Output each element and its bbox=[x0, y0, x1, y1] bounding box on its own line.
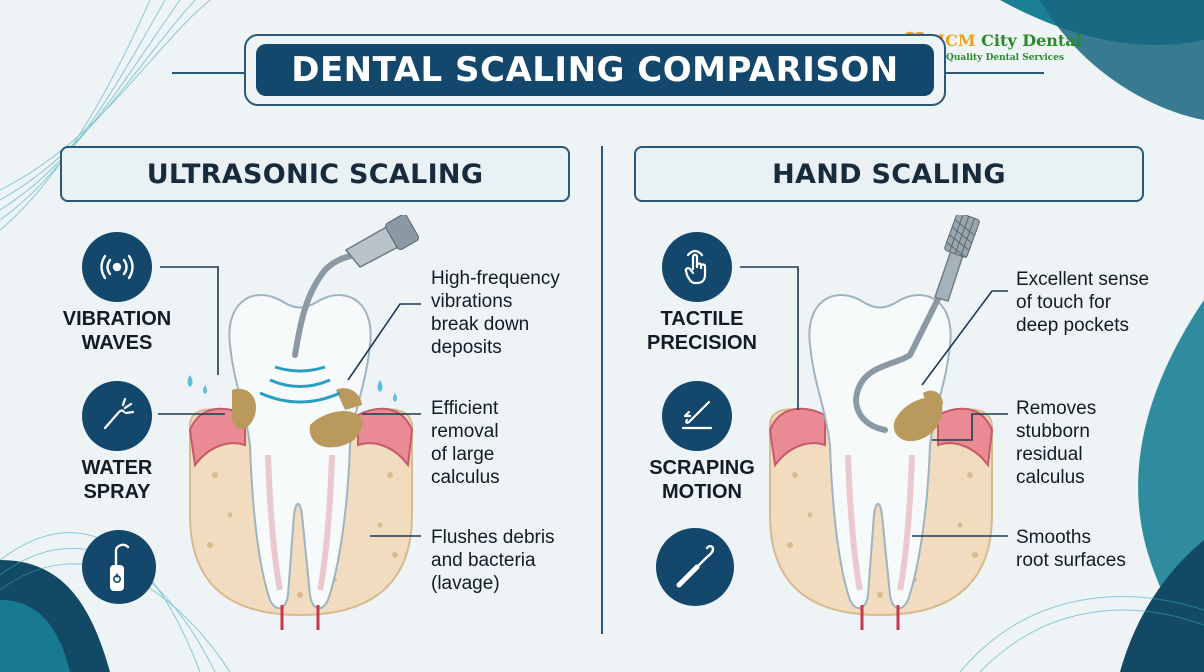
callout-line: Smooths bbox=[1016, 527, 1091, 548]
callout-line: calculus bbox=[1016, 467, 1085, 488]
water-spray-label: WATER SPRAY bbox=[52, 456, 182, 504]
callout-line: calculus bbox=[431, 467, 500, 488]
callout-line: High-frequency bbox=[431, 268, 560, 289]
callout-line: Efficient bbox=[431, 398, 499, 419]
label-line: MOTION bbox=[662, 481, 742, 503]
callout-line: (lavage) bbox=[431, 573, 500, 594]
section-heading-hand: HAND SCALING bbox=[634, 146, 1144, 202]
logo-name-part2: City Dental bbox=[975, 31, 1082, 50]
water-spray-icon bbox=[82, 381, 152, 451]
center-divider bbox=[601, 146, 603, 634]
label-line: WATER bbox=[81, 457, 153, 479]
ultrasonic-tooth-illustration bbox=[187, 215, 419, 630]
label-line: WAVES bbox=[81, 332, 153, 354]
callout-line: deep pockets bbox=[1016, 315, 1130, 336]
callout-line: and bacteria bbox=[431, 550, 536, 571]
callout-line: of large bbox=[431, 444, 495, 465]
vibration-waves-icon bbox=[82, 232, 152, 302]
callout-efficient-removal: Efficient removal of large calculus bbox=[431, 397, 500, 489]
callout-line: Removes bbox=[1016, 398, 1097, 419]
hand-scaling-leader-lines bbox=[740, 266, 1008, 537]
label-line: SPRAY bbox=[83, 481, 151, 503]
callout-line: residual bbox=[1016, 444, 1083, 465]
callout-line: root surfaces bbox=[1016, 550, 1126, 571]
tactile-touch-icon bbox=[662, 232, 732, 302]
callout-removes-stubborn: Removes stubborn residual calculus bbox=[1016, 397, 1096, 489]
callout-high-frequency: High-frequency vibrations break down dep… bbox=[431, 267, 560, 359]
title-rule-left bbox=[172, 72, 246, 74]
callout-line: Excellent sense bbox=[1016, 269, 1150, 290]
callout-line: Flushes debris bbox=[431, 527, 555, 548]
section-heading-ultrasonic: ULTRASONIC SCALING bbox=[60, 146, 570, 202]
callout-line: stubborn bbox=[1016, 421, 1090, 442]
ultrasonic-handpiece-icon bbox=[82, 530, 156, 604]
callout-smooths-root: Smooths root surfaces bbox=[1016, 526, 1126, 572]
label-line: TACTILE bbox=[660, 308, 744, 330]
logo-tagline: Quality Dental Services bbox=[946, 53, 1065, 63]
label-line: VIBRATION bbox=[62, 308, 172, 330]
vibration-waves-label: VIBRATION WAVES bbox=[52, 307, 182, 355]
callout-excellent-touch: Excellent sense of touch for deep pocket… bbox=[1016, 268, 1149, 337]
title-rule-right bbox=[944, 72, 1044, 74]
label-line: SCRAPING bbox=[649, 457, 755, 479]
hand-scaler-icon bbox=[656, 528, 734, 606]
callout-line: removal bbox=[431, 421, 499, 442]
scraping-motion-label: SCRAPING MOTION bbox=[632, 456, 772, 504]
callout-line: vibrations bbox=[431, 291, 513, 312]
page-title: DENTAL SCALING COMPARISON bbox=[256, 44, 934, 96]
hand-scaling-tooth-illustration bbox=[768, 215, 994, 630]
title-frame: DENTAL SCALING COMPARISON bbox=[244, 34, 946, 106]
callout-line: of touch for bbox=[1016, 292, 1112, 313]
callout-flushes-debris: Flushes debris and bacteria (lavage) bbox=[431, 526, 555, 595]
callout-line: break down bbox=[431, 314, 530, 335]
ultrasonic-leader-lines bbox=[158, 266, 421, 537]
callout-line: deposits bbox=[431, 337, 502, 358]
label-line: PRECISION bbox=[646, 332, 758, 354]
tactile-precision-label: TACTILE PRECISION bbox=[632, 307, 772, 355]
scraping-motion-icon bbox=[662, 381, 732, 451]
